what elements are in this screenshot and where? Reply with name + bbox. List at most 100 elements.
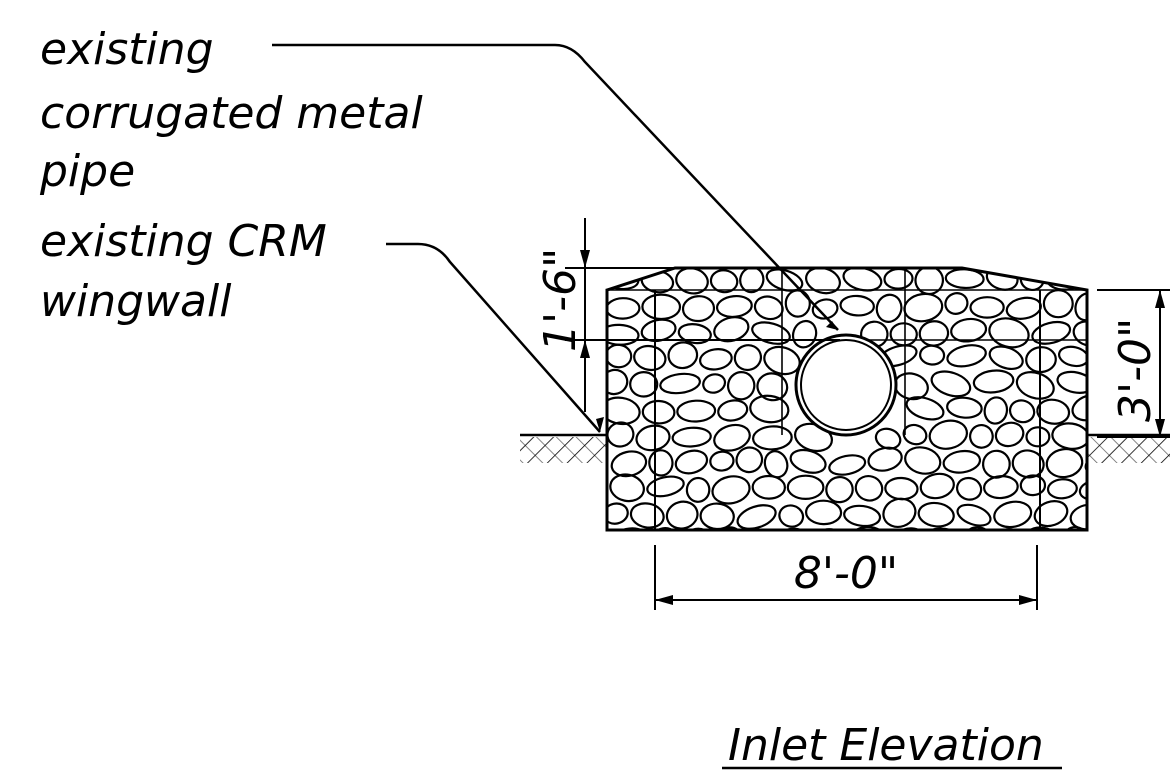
masonry-stone [714,526,744,530]
masonry-stone [735,446,764,474]
masonry-stone [1058,345,1087,368]
masonry-stone [778,504,805,528]
masonry-stone [726,371,756,401]
masonry-stone [928,419,969,450]
masonry-stone [946,344,987,368]
masonry-stone [681,295,716,323]
masonry-stone [1089,526,1124,553]
masonry-stone [983,475,1019,500]
masonry-stone [1069,503,1087,530]
masonry-stone [667,341,699,370]
masonry-stone [752,425,793,451]
wingwall-leader-line [386,242,601,433]
masonry-stone [1024,526,1063,530]
cover-dimension [565,218,840,412]
masonry-stone [956,503,992,527]
masonry-stone [607,502,629,525]
masonry-stone [930,370,972,398]
masonry-stone [805,268,841,295]
masonry-stone [950,317,988,343]
masonry-stone [736,504,777,530]
masonry-stone [609,473,645,503]
masonry-stone [1072,320,1087,347]
masonry-stone [607,343,633,369]
masonry-stone [805,499,843,526]
masonry-stone [607,368,629,396]
width-dimension [654,545,1038,610]
masonry-stone [955,476,983,501]
masonry-stone [648,449,674,477]
masonry-stone [1084,452,1087,477]
masonry-stone [608,527,649,530]
masonry-stone [904,446,942,475]
masonry-stone [709,269,739,294]
masonry-stone [791,319,818,349]
masonry-stone [674,449,709,475]
masonry-stone [676,399,717,423]
masonry-stone [839,294,875,317]
masonry-stone [1078,479,1087,501]
masonry-stone [883,268,914,290]
pipe-leader-line [272,43,839,331]
masonry-stone [1074,292,1087,322]
masonry-stone [775,527,811,530]
masonry-stone [1046,478,1078,500]
masonry-stone [993,500,1033,529]
masonry-stone [702,373,727,394]
masonry-stone [969,296,1005,319]
masonry-stone [699,348,733,371]
masonry-stone [972,369,1015,394]
masonry-stone [1056,370,1087,394]
masonry-stone [629,370,659,398]
wingwall-callout-line-1: existing CRM [40,216,327,267]
masonry-stone [905,396,945,421]
masonry-stone [917,501,955,528]
masonry-stone [811,528,847,530]
masonry-stone [828,454,867,476]
masonry-stone [646,475,685,498]
masonry-stone [969,424,994,449]
masonry-stone [1031,320,1072,345]
masonry-stone [919,472,955,500]
cover-dimension-label: 1'-6" [535,248,586,352]
masonry-stone [709,450,735,472]
masonry-stone [875,293,903,323]
wingwall-callout-line-2: wingwall [40,276,232,327]
masonry-stone [854,474,884,502]
masonry-stone [607,421,635,448]
masonry-stone [733,344,763,372]
masonry-stone [756,372,789,402]
pipe-callout-line-3: pipe [39,146,135,197]
masonry-stone [751,321,791,345]
masonry-stone [867,446,903,472]
height-dimension-label: 3'-0" [1110,318,1161,422]
pipe-callout-line-1: existing [40,24,214,75]
masonry-stone [1033,500,1069,528]
masonry-stone [994,421,1025,448]
masonry-stone [843,504,882,528]
masonry-stone [711,475,751,505]
masonry-stone [749,394,790,424]
masonry-stone [649,527,679,530]
masonry-stone [1071,393,1087,422]
masonry-stone [744,528,775,530]
masonry-stone [946,396,983,419]
masonry-stone [607,297,641,320]
masonry-stone [786,474,825,500]
masonry-stone [1087,267,1117,292]
masonry-stone [847,525,887,530]
drawing-title: Inlet Elevation [728,720,1044,771]
wingwall-leader-arrow [596,417,604,432]
masonry-stone [944,268,985,290]
masonry-stone [923,527,964,530]
masonry-stone [717,399,749,422]
masonry-stone [685,476,711,503]
masonry-stone [1025,426,1051,448]
masonry-stone [825,475,854,504]
masonry-stone [942,449,982,474]
masonry-stone [1019,474,1047,497]
masonry-stone [882,497,917,528]
masonry-stone [1008,399,1036,424]
masonry-stone [677,323,712,345]
